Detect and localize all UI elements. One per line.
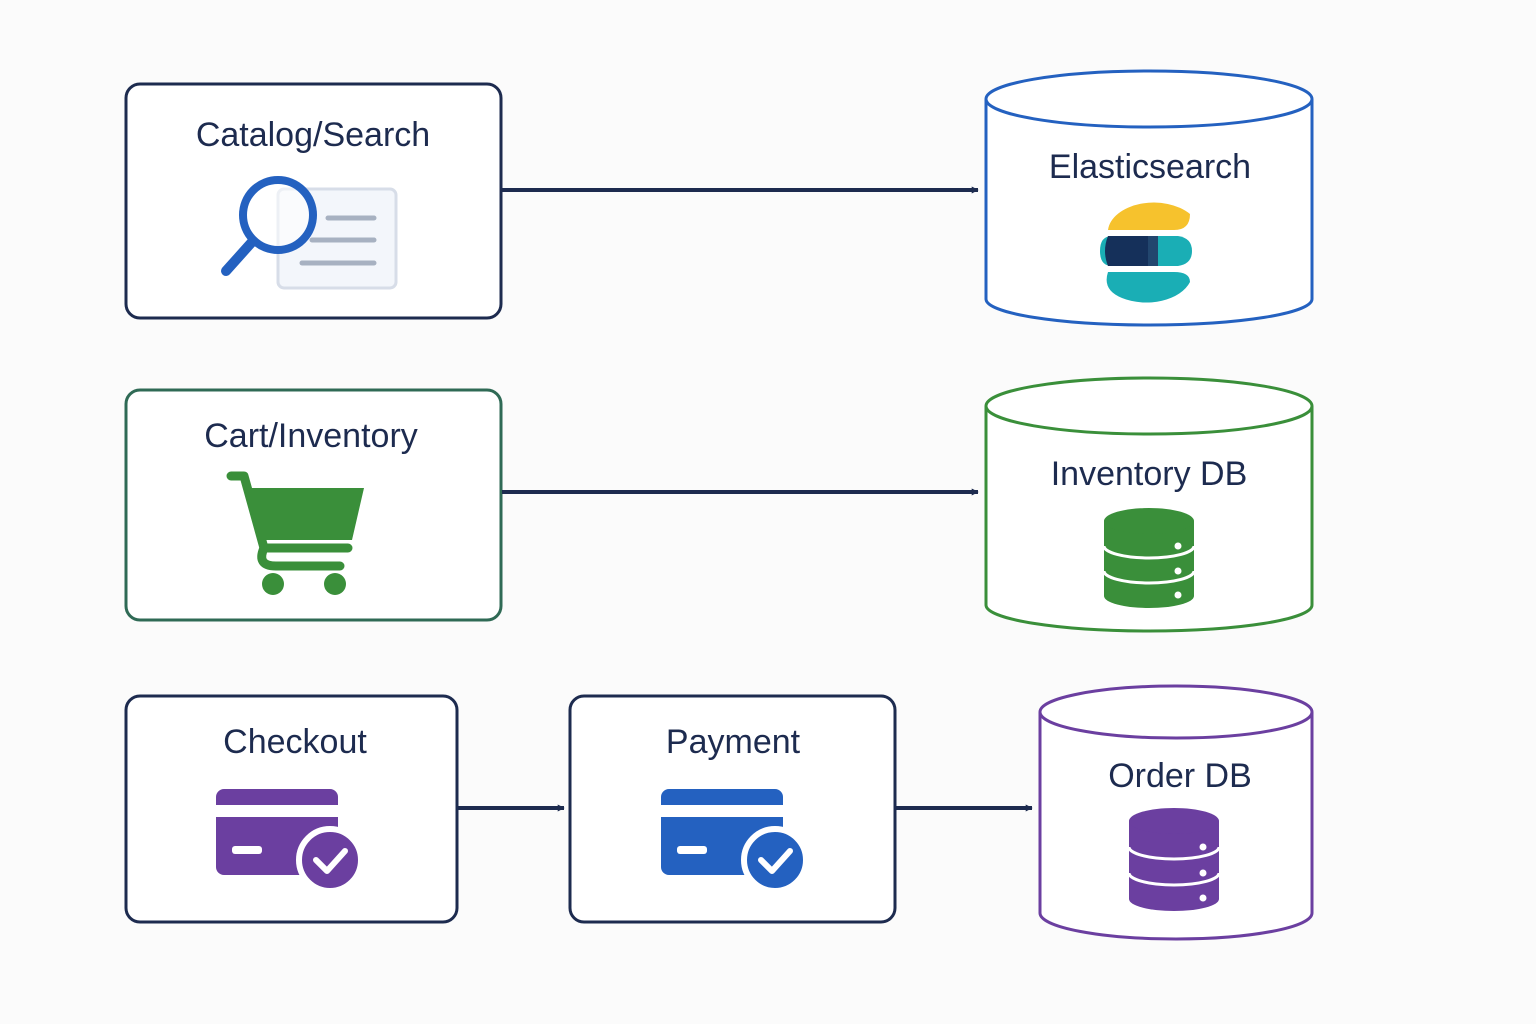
database-icon: [1127, 808, 1221, 911]
shopping-cart-icon: [226, 471, 364, 595]
catalog-search-service[interactable]: Catalog/Search: [124, 82, 503, 320]
inventory-db-store[interactable]: Inventory DB: [984, 376, 1314, 633]
credit-card-check-icon: [661, 789, 809, 894]
order-db-store[interactable]: Order DB: [1038, 684, 1314, 941]
credit-card-check-icon: [216, 789, 364, 894]
checkout-label: Checkout: [223, 723, 367, 761]
payment-service[interactable]: Payment: [568, 694, 897, 924]
elasticsearch-store[interactable]: Elasticsearch: [984, 69, 1314, 327]
payment-label: Payment: [666, 723, 801, 761]
catalog-search-label: Catalog/Search: [196, 116, 430, 154]
elasticsearch-logo: [1100, 202, 1192, 303]
order-db-cylinder-top: [1038, 684, 1314, 740]
search-document-icon: [221, 176, 398, 290]
elasticsearch-cylinder-top: [984, 69, 1314, 129]
inventory-db-label: Inventory DB: [1051, 455, 1248, 493]
database-icon: [1102, 508, 1196, 608]
order-db-label: Order DB: [1108, 757, 1252, 795]
cart-inventory-service[interactable]: Cart/Inventory: [124, 388, 503, 622]
elasticsearch-label: Elasticsearch: [1049, 148, 1251, 186]
cart-inventory-label: Cart/Inventory: [204, 417, 418, 455]
checkout-service[interactable]: Checkout: [124, 694, 459, 924]
inventory-db-cylinder-top: [984, 376, 1314, 436]
